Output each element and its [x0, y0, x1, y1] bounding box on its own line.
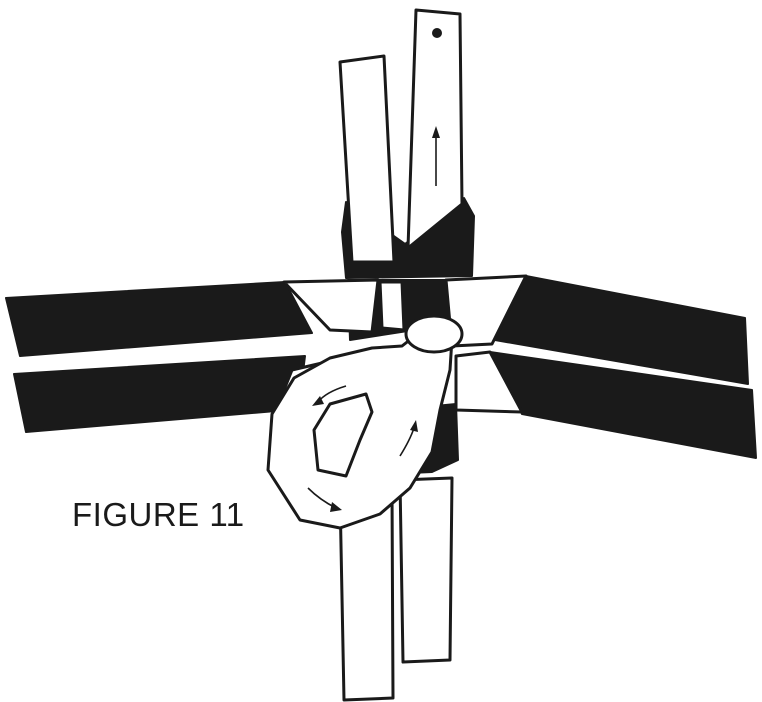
horizontal-strip-upper-left — [6, 282, 312, 356]
white-knot-loop — [406, 316, 462, 352]
figure-caption: FIGURE 11 — [72, 498, 245, 531]
white-knot-head — [380, 282, 404, 330]
vertical-strip-right-bottom — [400, 478, 452, 662]
punch-hole-icon — [432, 28, 442, 38]
horizontal-strip-lower-left — [14, 356, 305, 432]
